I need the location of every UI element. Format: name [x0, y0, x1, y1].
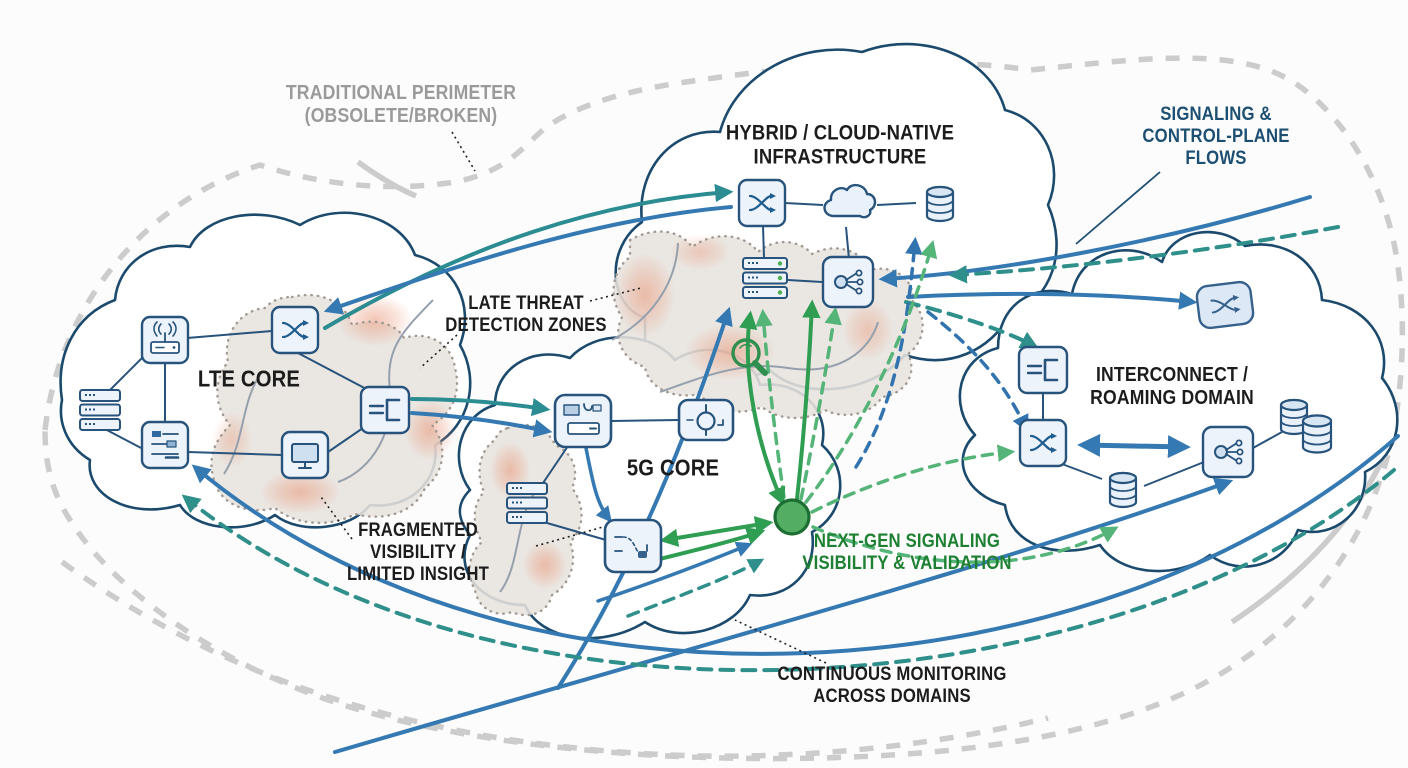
hybrid-service-mesh-icon — [821, 255, 875, 309]
perimeter-broken-arc-top — [356, 159, 418, 199]
late-threat-label: LATE THREAT DETECTION ZONES — [445, 293, 606, 337]
nextgen-line1: NEXT-GEN SIGNALING — [813, 530, 1001, 552]
fiveg-route-icon — [603, 518, 663, 574]
lte-base-station-icon — [140, 315, 190, 365]
lte-core-label: LTE CORE — [198, 366, 300, 393]
fiveg-core-line1: 5G CORE — [626, 454, 720, 481]
perimeter-inner-arc-bottom — [60, 559, 1049, 759]
signaling-flows-label: SIGNALING & CONTROL-PLANE FLOWS — [1142, 104, 1289, 170]
flow-arrows — [181, 183, 1400, 754]
fragmented-line3: LIMITED INSIGHT — [347, 564, 489, 586]
ray-to-hybrid-db — [804, 239, 938, 504]
arrow-hybrid-to-lte — [323, 205, 733, 315]
arrow-sweep-to-lte-config — [191, 434, 1400, 656]
signaling-flows-line2: CONTROL-PLANE — [1142, 125, 1290, 147]
late-threat-line2: DETECTION ZONES — [445, 315, 607, 336]
lte-threat-zone-blob — [210, 293, 459, 525]
leader-continuous — [734, 619, 827, 664]
roaming-gateway-icon — [1017, 345, 1069, 395]
leader-perimeter — [451, 131, 476, 172]
ray-to-hybrid-mesh — [799, 306, 842, 501]
hybrid-switch-icon — [737, 178, 787, 228]
hybrid-cloud-icon — [823, 183, 877, 219]
zone-shadow-curve — [223, 371, 263, 475]
interconnect-label: INTERCONNECT / ROAMING DOMAIN — [1090, 364, 1254, 410]
lte-monitor-icon — [280, 430, 330, 480]
fiveg-upf-icon — [677, 398, 735, 442]
arrow-hybrid-to-roaming-switch — [906, 291, 1198, 310]
arrow-dashed-sweep-to-lte — [181, 468, 1396, 673]
late-threat-line1: LATE THREAT — [468, 292, 584, 314]
lte-switch-icon — [270, 305, 320, 355]
hybrid-server-rack-icon — [742, 257, 788, 299]
roaming-database-icon — [1108, 471, 1138, 509]
nextgen-visibility-node — [773, 498, 811, 536]
interconnect-line1: INTERCONNECT / — [1095, 363, 1249, 386]
node-icons — [79, 178, 1333, 574]
zone-shadow-curve — [611, 242, 679, 341]
lte-core-line1: LTE CORE — [197, 365, 301, 392]
hybrid-cloud-label: HYBRID / CLOUD-NATIVE INFRASTRUCTURE — [726, 122, 954, 171]
traditional-perimeter-line2: (OBSOLETE/BROKEN) — [304, 105, 498, 127]
roaming-switch-icon — [1018, 418, 1068, 468]
arrow-lte-to-5g-blue — [410, 411, 553, 438]
fragmented-visibility-label: FRAGMENTED VISIBILITY / LIMITED INSIGHT — [347, 520, 489, 586]
lte-server-rack-icon — [79, 389, 121, 431]
arrow-hybrid-to-roaming-gw — [904, 300, 1039, 349]
signaling-flows-line3: FLOWS — [1185, 148, 1247, 170]
fragmented-line2: VISIBILITY / — [370, 541, 466, 563]
roaming-database-double-icon — [1279, 398, 1333, 454]
leader-fragmented-right — [535, 520, 625, 547]
leader-lines — [320, 131, 827, 664]
ray-to-roaming-mesh — [811, 525, 1119, 564]
leader-signaling — [1075, 171, 1161, 245]
arrow-nextgen-hybrid-bidirectional — [739, 310, 786, 507]
arrow-lte-to-5g-teal — [410, 397, 551, 417]
zone-shadow-curve — [659, 321, 879, 393]
arrow-nextgen-5g-bidirectional — [659, 516, 774, 547]
magnifier-icon — [731, 338, 768, 376]
arrow-into-nextgen-green — [650, 527, 766, 563]
arrow-into-nextgen-teal — [626, 558, 765, 618]
traditional-perimeter-line1: TRADITIONAL PERIMETER — [285, 81, 517, 104]
arrow-nextgen-up-solid — [795, 299, 821, 501]
lte-gateway-icon — [359, 385, 411, 435]
perimeter-main-arc — [42, 55, 1406, 762]
fiveg-nf-slice-icon — [553, 393, 613, 449]
hybrid-cloud-line1: HYBRID / CLOUD-NATIVE — [725, 121, 955, 145]
arrow-5g-internal — [584, 446, 613, 523]
signaling-flows-line1: SIGNALING & — [1160, 103, 1272, 125]
roaming-top-switch-icon — [1195, 280, 1255, 330]
traditional-perimeter-label: TRADITIONAL PERIMETER (OBSOLETE/BROKEN) — [286, 82, 516, 128]
fiveg-server-rack-icon — [506, 482, 548, 524]
ray-to-roaming-switch — [810, 444, 1016, 514]
fragmented-line1: FRAGMENTED — [358, 519, 478, 541]
continuous-line2: ACROSS DOMAINS — [813, 686, 971, 707]
arrow-dashed-to-roaming-switch — [926, 310, 1029, 433]
lte-config-icon — [140, 420, 190, 470]
arrow-right-to-hybrid-mesh — [878, 195, 1312, 288]
arrow-dashed-up-to-hybrid-db — [854, 236, 923, 469]
arrow-switch-mesh-bidirectional — [1077, 433, 1191, 459]
continuous-monitoring-label: CONTINUOUS MONITORING ACROSS DOMAINS — [777, 664, 1006, 708]
hybrid-cloud-line2: INFRASTRUCTURE — [753, 146, 927, 169]
arrow-into-nextgen-blue — [596, 541, 753, 603]
roaming-service-mesh-icon — [1201, 425, 1255, 479]
arrow-dashed-to-hybrid-mesh — [948, 225, 1340, 284]
nextgen-signaling-label: NEXT-GEN SIGNALING VISIBILITY & VALIDATI… — [802, 531, 1011, 575]
arrow-sweep-to-interconnect — [333, 477, 1234, 754]
arrow-lte-to-hybrid — [323, 183, 734, 330]
continuous-line1: CONTINUOUS MONITORING — [777, 663, 1007, 685]
hybrid-database-icon — [925, 185, 955, 223]
nextgen-line2: VISIBILITY & VALIDATION — [802, 553, 1012, 574]
interconnect-line2: ROAMING DOMAIN — [1090, 387, 1254, 409]
node-connectors — [102, 202, 1283, 541]
fiveg-core-label: 5G CORE — [627, 455, 719, 482]
arrow-bottom-to-hybrid — [556, 306, 733, 690]
